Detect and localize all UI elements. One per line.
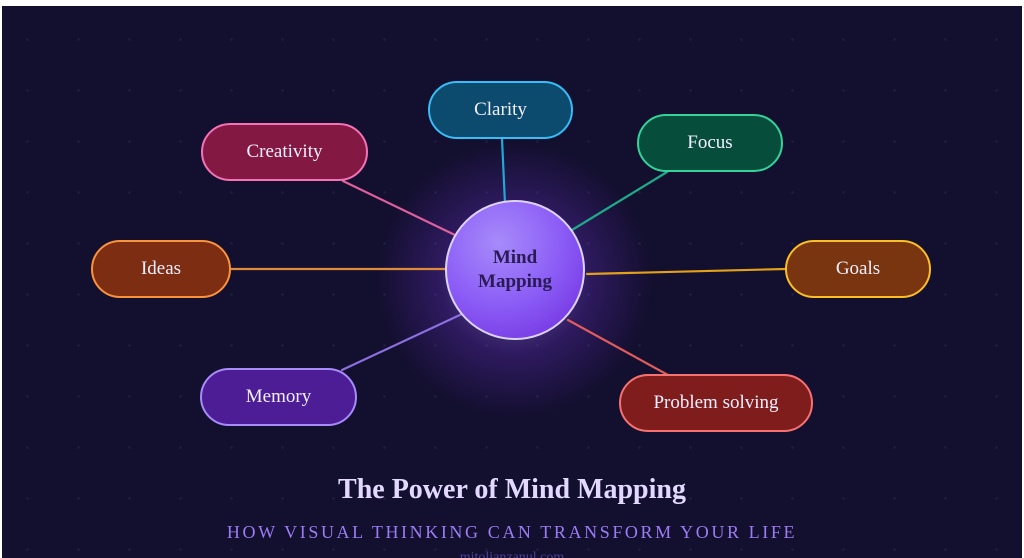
mind-map-canvas: Mind Mapping Clarity Focus Goals Problem…: [2, 6, 1022, 558]
node-creativity-label: Creativity: [246, 141, 323, 162]
link-focus: [570, 170, 669, 232]
link-goals: [585, 267, 787, 276]
node-problem-solving-label: Problem solving: [653, 392, 779, 413]
site-credit: mitolianzanul.com: [459, 550, 565, 558]
node-goals-label: Goals: [835, 258, 881, 279]
central-node-line2: Mapping: [478, 271, 552, 292]
central-node-line1: Mind: [492, 247, 538, 268]
node-focus-label: Focus: [687, 132, 733, 153]
node-clarity: Clarity: [428, 81, 573, 139]
node-ideas: Ideas: [91, 240, 231, 298]
node-goals: Goals: [785, 240, 931, 298]
central-node: Mind Mapping: [445, 200, 585, 340]
node-problem-solving: Problem solving: [619, 374, 813, 432]
link-clarity: [500, 137, 507, 206]
page-title: The Power of Mind Mapping: [338, 474, 686, 505]
link-memory: [340, 312, 464, 372]
connector-lines: [229, 137, 787, 377]
node-memory-label: Memory: [245, 386, 312, 407]
node-focus: Focus: [637, 114, 783, 172]
link-creativity: [341, 179, 459, 238]
node-creativity: Creativity: [201, 123, 368, 181]
node-clarity-label: Clarity: [474, 99, 527, 120]
link-problem-solving: [566, 318, 670, 377]
page-subtitle: HOW VISUAL THINKING CAN TRANSFORM YOUR L…: [226, 522, 798, 542]
node-memory: Memory: [200, 368, 357, 426]
node-ideas-label: Ideas: [140, 258, 182, 279]
